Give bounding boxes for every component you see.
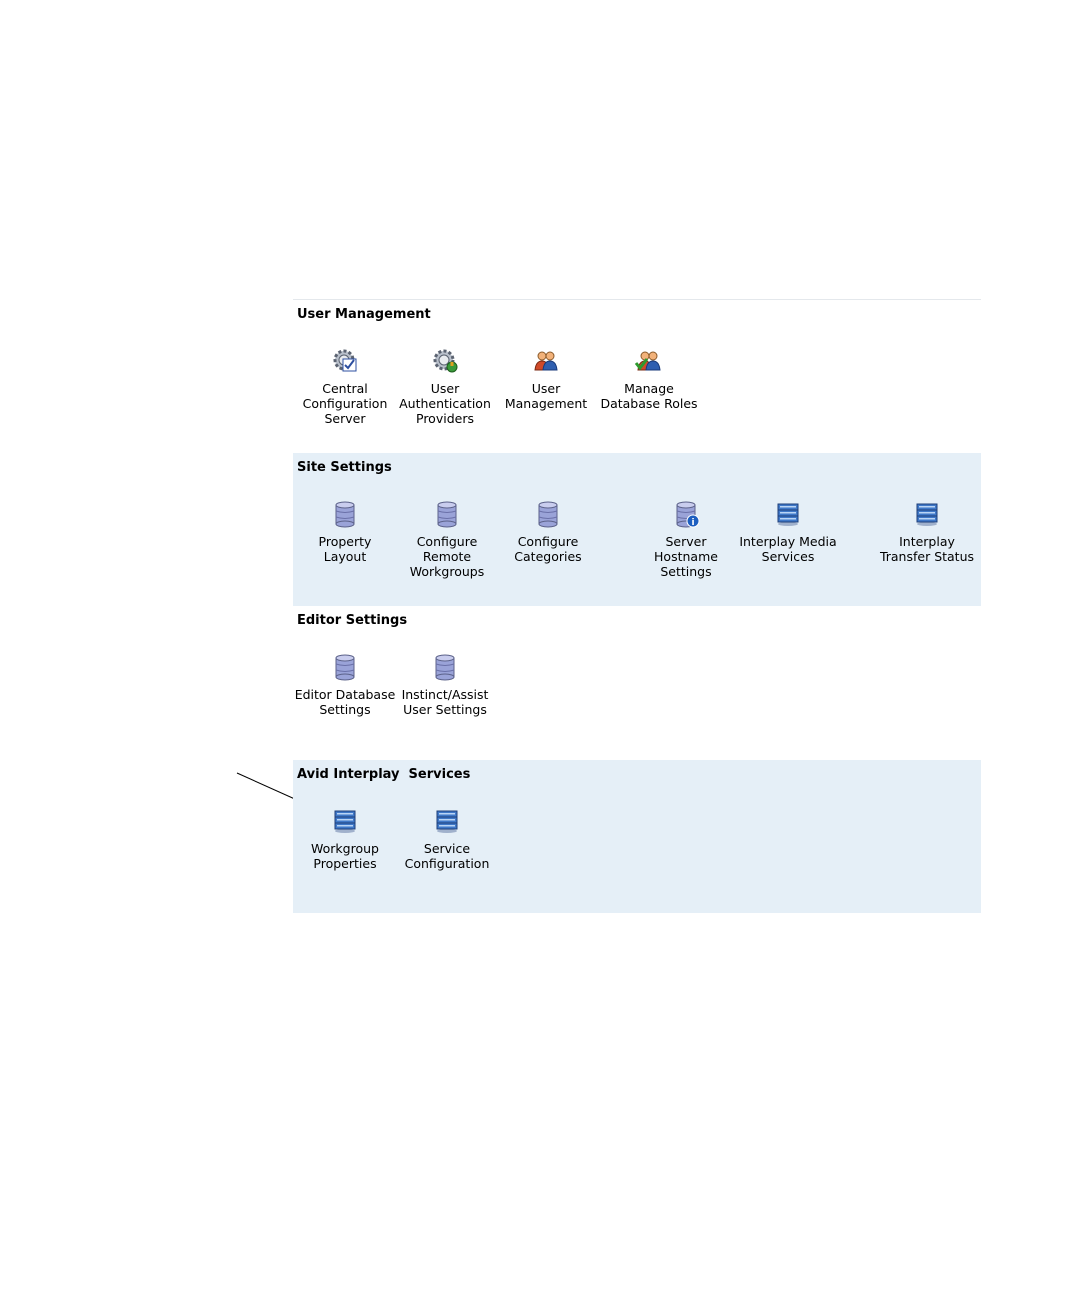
section-title: Site Settings (297, 460, 392, 475)
tile-label: Manage Database Roles (600, 381, 698, 411)
database-icon (330, 652, 360, 682)
tile-instinct-assist-user-settings[interactable]: Instinct/Assist User Settings (393, 652, 497, 717)
section-title: Avid Interplay Services (297, 767, 471, 782)
tile-label: Configure Remote Workgroups (409, 534, 485, 579)
section-title: Editor Settings (297, 613, 408, 628)
gear-check-icon (330, 346, 360, 376)
tile-label: Workgroup Properties (311, 841, 379, 871)
tile-user-authentication-providers[interactable]: User Authentication Providers (393, 346, 497, 426)
section-user-management: User Management Central Configuration Se… (293, 300, 981, 453)
tile-label: Service Configuration (404, 841, 490, 871)
tile-service-configuration[interactable]: Service Configuration (395, 806, 499, 871)
database-icon (430, 652, 460, 682)
svg-text:i: i (691, 518, 694, 528)
tile-user-management[interactable]: User Management (494, 346, 598, 411)
section-title: User Management (297, 307, 431, 322)
tile-workgroup-properties[interactable]: Workgroup Properties (293, 806, 397, 871)
users-icon (531, 346, 561, 376)
tile-label: Interplay Transfer Status (879, 534, 975, 564)
tile-property-layout[interactable]: Property Layout (293, 499, 397, 564)
server-stack-icon (330, 806, 360, 836)
server-stack-icon (773, 499, 803, 529)
tile-editor-database-settings[interactable]: Editor Database Settings (293, 652, 397, 717)
tile-label: Central Configuration Server (302, 381, 388, 426)
users-check-icon (634, 346, 664, 376)
server-stack-icon (912, 499, 942, 529)
database-icon (330, 499, 360, 529)
tile-interplay-media-services[interactable]: Interplay Media Services (736, 499, 840, 564)
tile-label: Configure Categories (514, 534, 582, 564)
tile-label: Server Hostname Settings (654, 534, 718, 579)
tile-configure-remote-workgroups[interactable]: Configure Remote Workgroups (395, 499, 499, 579)
tile-central-configuration-server[interactable]: Central Configuration Server (293, 346, 397, 426)
section-site-settings: Site Settings Property Layout Configure … (293, 453, 981, 606)
database-icon (432, 499, 462, 529)
tile-interplay-transfer-status[interactable]: Interplay Transfer Status (875, 499, 979, 564)
database-info-icon: i (671, 499, 701, 529)
tile-label: Editor Database Settings (294, 687, 396, 717)
section-editor-settings: Editor Settings Editor Database Settings… (293, 606, 981, 759)
tile-label: User Management (504, 381, 588, 411)
tile-label: Instinct/Assist User Settings (401, 687, 489, 717)
server-stack-icon (432, 806, 462, 836)
tile-label: Interplay Media Services (739, 534, 837, 564)
tile-manage-database-roles[interactable]: Manage Database Roles (597, 346, 701, 411)
database-icon (533, 499, 563, 529)
tile-configure-categories[interactable]: Configure Categories (496, 499, 600, 564)
gear-key-icon (430, 346, 460, 376)
tile-label: User Authentication Providers (399, 381, 491, 426)
section-avid-interplay-services: Avid Interplay Services Workgroup Proper… (293, 760, 981, 913)
tile-label: Property Layout (318, 534, 372, 564)
tile-server-hostname-settings[interactable]: i Server Hostname Settings (634, 499, 738, 579)
settings-panel: User Management Central Configuration Se… (293, 299, 981, 914)
